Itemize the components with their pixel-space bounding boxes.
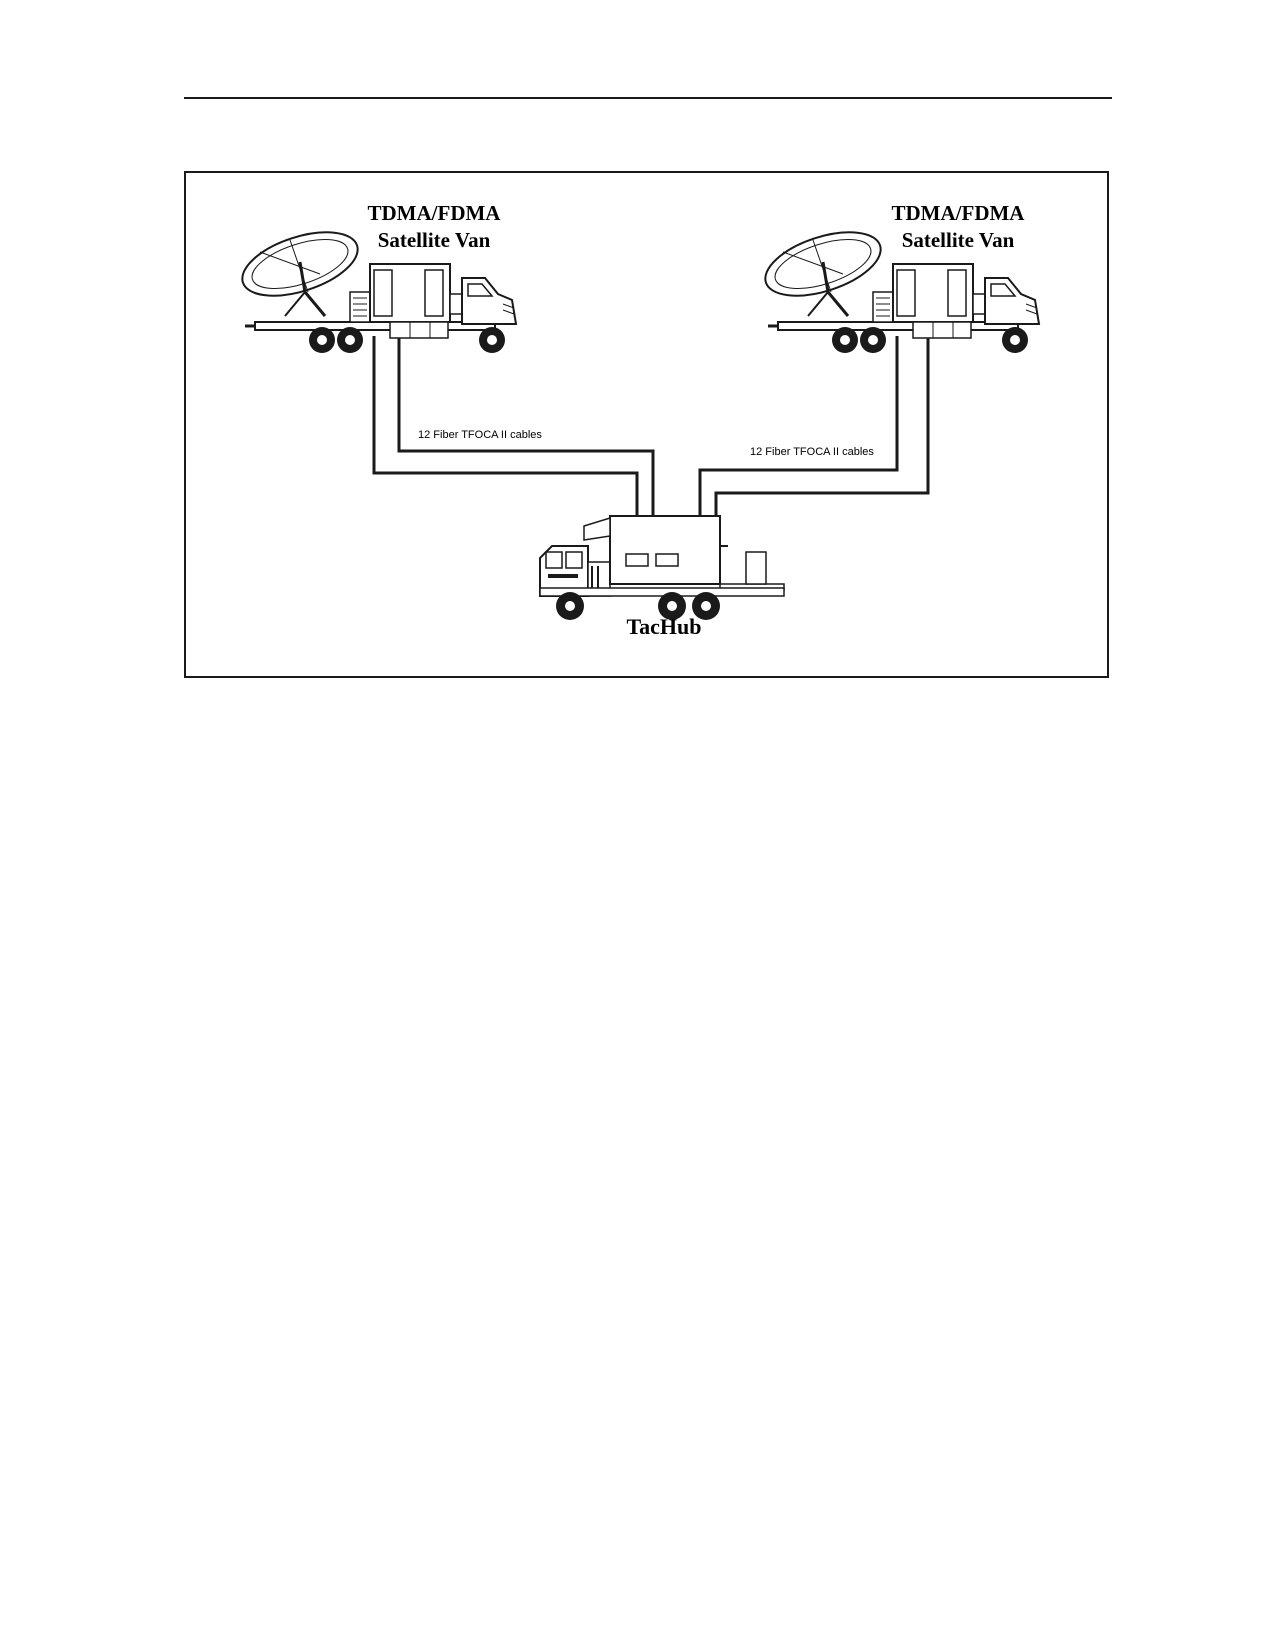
left-van-line2: Satellite Van xyxy=(377,228,491,252)
right-inner-cable xyxy=(698,336,899,516)
right-van-label: TDMA/FDMA Satellite Van xyxy=(858,200,1058,254)
left-cable-label: 12 Fiber TFOCA II cables xyxy=(418,429,542,441)
left-van-label: TDMA/FDMA Satellite Van xyxy=(334,200,534,254)
right-van-line1: TDMA/FDMA xyxy=(891,201,1025,225)
tachub-label: TacHub xyxy=(626,614,702,639)
left-van-line1: TDMA/FDMA xyxy=(367,201,501,225)
tachub-truck-icon xyxy=(539,515,785,621)
figure-frame xyxy=(184,171,1109,678)
left-inner-cable xyxy=(397,336,655,516)
left-outer-cable xyxy=(372,336,639,516)
right-outer-cable xyxy=(714,336,930,516)
right-van-line2: Satellite Van xyxy=(901,228,1015,252)
right-cable-label: 12 Fiber TFOCA II cables xyxy=(750,446,874,458)
header-rule xyxy=(184,97,1112,99)
